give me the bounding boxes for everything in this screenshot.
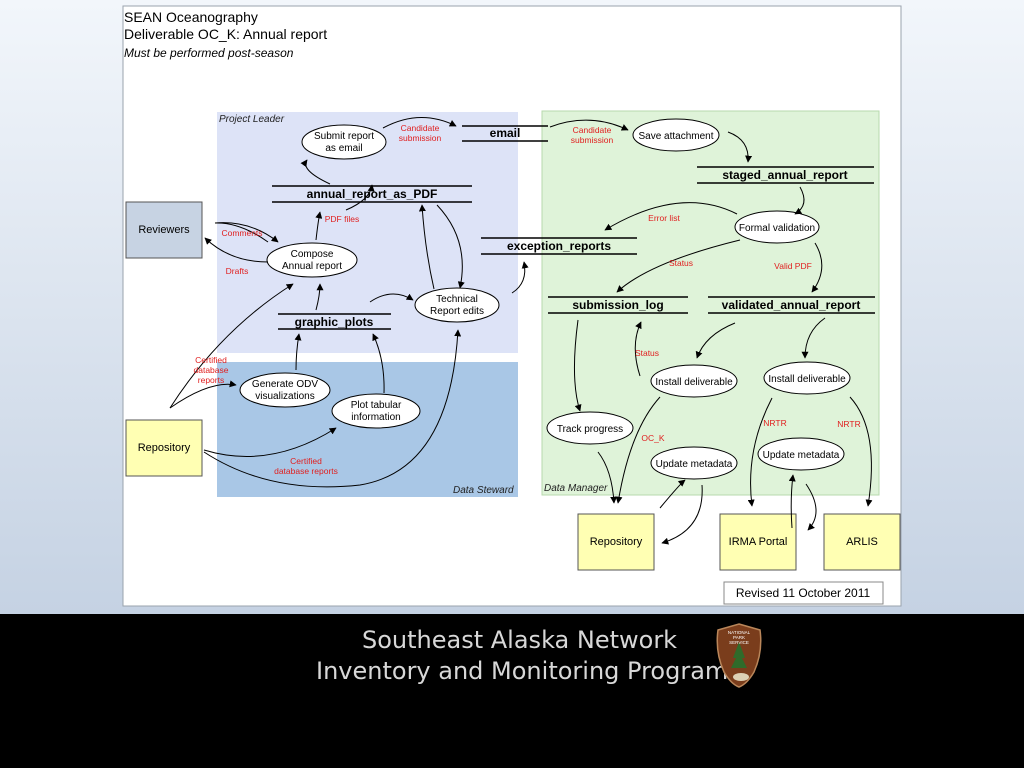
footer-line-2: Inventory and Monitoring Program <box>316 657 729 685</box>
repository-left-entity <box>125 419 203 477</box>
data-steward-label: Data Steward <box>453 485 514 496</box>
flow-arrows <box>169 117 873 545</box>
annual-report-pdf-store: annual_report_as_PDF <box>272 185 472 203</box>
email-store-label: email <box>490 126 521 140</box>
status-2-label: Status <box>635 348 659 358</box>
reviewers-label: Reviewers <box>138 224 190 236</box>
revised-box <box>723 581 884 605</box>
update-metadata-2-process: Update metadata <box>757 437 845 471</box>
install-deliverable-2-process: Install deliverable <box>763 361 851 395</box>
svg-text:Annual report: Annual report <box>282 261 342 272</box>
svg-text:Technical: Technical <box>436 294 478 305</box>
update-metadata-1-process: Update metadata <box>650 446 738 480</box>
error-list-label: Error list <box>648 213 680 223</box>
formal-validation-process: Formal validation <box>734 210 820 244</box>
svg-text:as email: as email <box>325 143 362 154</box>
svg-text:Track progress: Track progress <box>557 424 623 435</box>
title-line-2: Deliverable OC_K: Annual report <box>124 26 327 42</box>
generate-odv-process: Generate ODV visualizations <box>239 372 331 408</box>
svg-text:Update metadata: Update metadata <box>656 459 733 470</box>
certified-db-2-line1: Certified <box>290 456 322 466</box>
certified-db-1-line3: reports <box>198 375 224 385</box>
exception-reports-label: exception_reports <box>507 239 611 253</box>
nrtr-2-label: NRTR <box>837 419 860 429</box>
drafts-label: Drafts <box>226 266 249 276</box>
comments-label: Comments <box>221 228 262 238</box>
plot-tabular-process: Plot tabular information <box>331 393 421 429</box>
valid-pdf-label: Valid PDF <box>774 261 812 271</box>
slide: SEAN Oceanography Deliverable OC_K: Annu… <box>122 5 902 607</box>
svg-text:Compose: Compose <box>291 249 334 260</box>
repository-left-label: Repository <box>138 442 191 454</box>
submission-log-store: submission_log <box>548 296 688 314</box>
install-deliverable-1-process: Install deliverable <box>650 364 738 398</box>
repository-bottom-entity <box>577 513 655 571</box>
svg-text:information: information <box>351 412 400 423</box>
certified-db-2-line2: database reports <box>274 466 338 476</box>
svg-text:Submit report: Submit report <box>314 131 374 142</box>
arlis-label: ARLIS <box>846 536 878 548</box>
email-store: email <box>462 125 548 142</box>
svg-text:Install deliverable: Install deliverable <box>768 374 846 385</box>
staged-annual-report-label: staged_annual_report <box>722 168 847 182</box>
validated-annual-report-store: validated_annual_report <box>708 296 875 314</box>
track-progress-process: Track progress <box>546 411 634 445</box>
svg-text:SERVICE: SERVICE <box>729 640 749 645</box>
save-attachment-process: Save attachment <box>632 118 720 152</box>
candidate-submission-1-line2: submission <box>399 133 442 143</box>
pdf-files-label: PDF files <box>325 214 359 224</box>
svg-text:Install deliverable: Install deliverable <box>655 377 733 388</box>
oc-k-label: OC_K <box>641 433 664 443</box>
irma-portal-entity <box>719 513 797 571</box>
title-line-3: Must be performed post-season <box>124 46 294 60</box>
nrtr-1-label: NRTR <box>763 418 786 428</box>
certified-db-1-line1: Certified <box>195 355 227 365</box>
submission-log-label: submission_log <box>572 298 663 312</box>
technical-report-edits-process: Technical Report edits <box>414 287 500 323</box>
arlis-entity <box>823 513 901 571</box>
svg-text:PARK: PARK <box>733 635 745 640</box>
svg-text:NATIONAL: NATIONAL <box>728 630 751 635</box>
annual-report-pdf-label: annual_report_as_PDF <box>307 187 438 201</box>
graphic-plots-store: graphic_plots <box>278 313 391 330</box>
svg-text:Generate ODV: Generate ODV <box>252 379 318 390</box>
project-leader-label: Project Leader <box>219 114 285 125</box>
submit-report-process: Submit report as email <box>301 124 387 160</box>
candidate-submission-2-line2: submission <box>571 135 614 145</box>
svg-text:Plot tabular: Plot tabular <box>351 400 402 411</box>
validated-annual-report-label: validated_annual_report <box>722 298 861 312</box>
reviewers-entity <box>125 201 203 259</box>
svg-text:Formal validation: Formal validation <box>739 223 815 234</box>
svg-text:Update metadata: Update metadata <box>763 450 840 461</box>
staged-annual-report-store: staged_annual_report <box>697 166 874 184</box>
certified-db-1-line2: database <box>194 365 229 375</box>
svg-text:Save attachment: Save attachment <box>638 131 713 142</box>
revised-text: Revised 11 October 2011 <box>736 586 871 600</box>
candidate-submission-2-line1: Candidate <box>573 125 612 135</box>
irma-portal-label: IRMA Portal <box>729 536 788 548</box>
diagram-canvas: SEAN Oceanography Deliverable OC_K: Annu… <box>122 5 902 607</box>
status-1-label: Status <box>669 258 693 268</box>
svg-text:Report edits: Report edits <box>430 306 484 317</box>
exception-reports-store: exception_reports <box>481 237 637 255</box>
nps-arrowhead-logo: NATIONAL PARK SERVICE <box>716 623 762 688</box>
title-line-1: SEAN Oceanography <box>124 9 258 25</box>
compose-annual-report-process: Compose Annual report <box>266 242 358 278</box>
graphic-plots-label: graphic_plots <box>295 315 374 329</box>
svg-text:visualizations: visualizations <box>255 391 314 402</box>
repository-bottom-label: Repository <box>590 536 643 548</box>
flow-labels: Candidate submission Candidate submissio… <box>194 123 861 476</box>
footer-bar: Southeast Alaska Network Inventory and M… <box>0 614 1024 768</box>
data-manager-label: Data Manager <box>544 483 608 494</box>
footer-line-1: Southeast Alaska Network <box>362 626 678 654</box>
candidate-submission-1-line1: Candidate <box>401 123 440 133</box>
